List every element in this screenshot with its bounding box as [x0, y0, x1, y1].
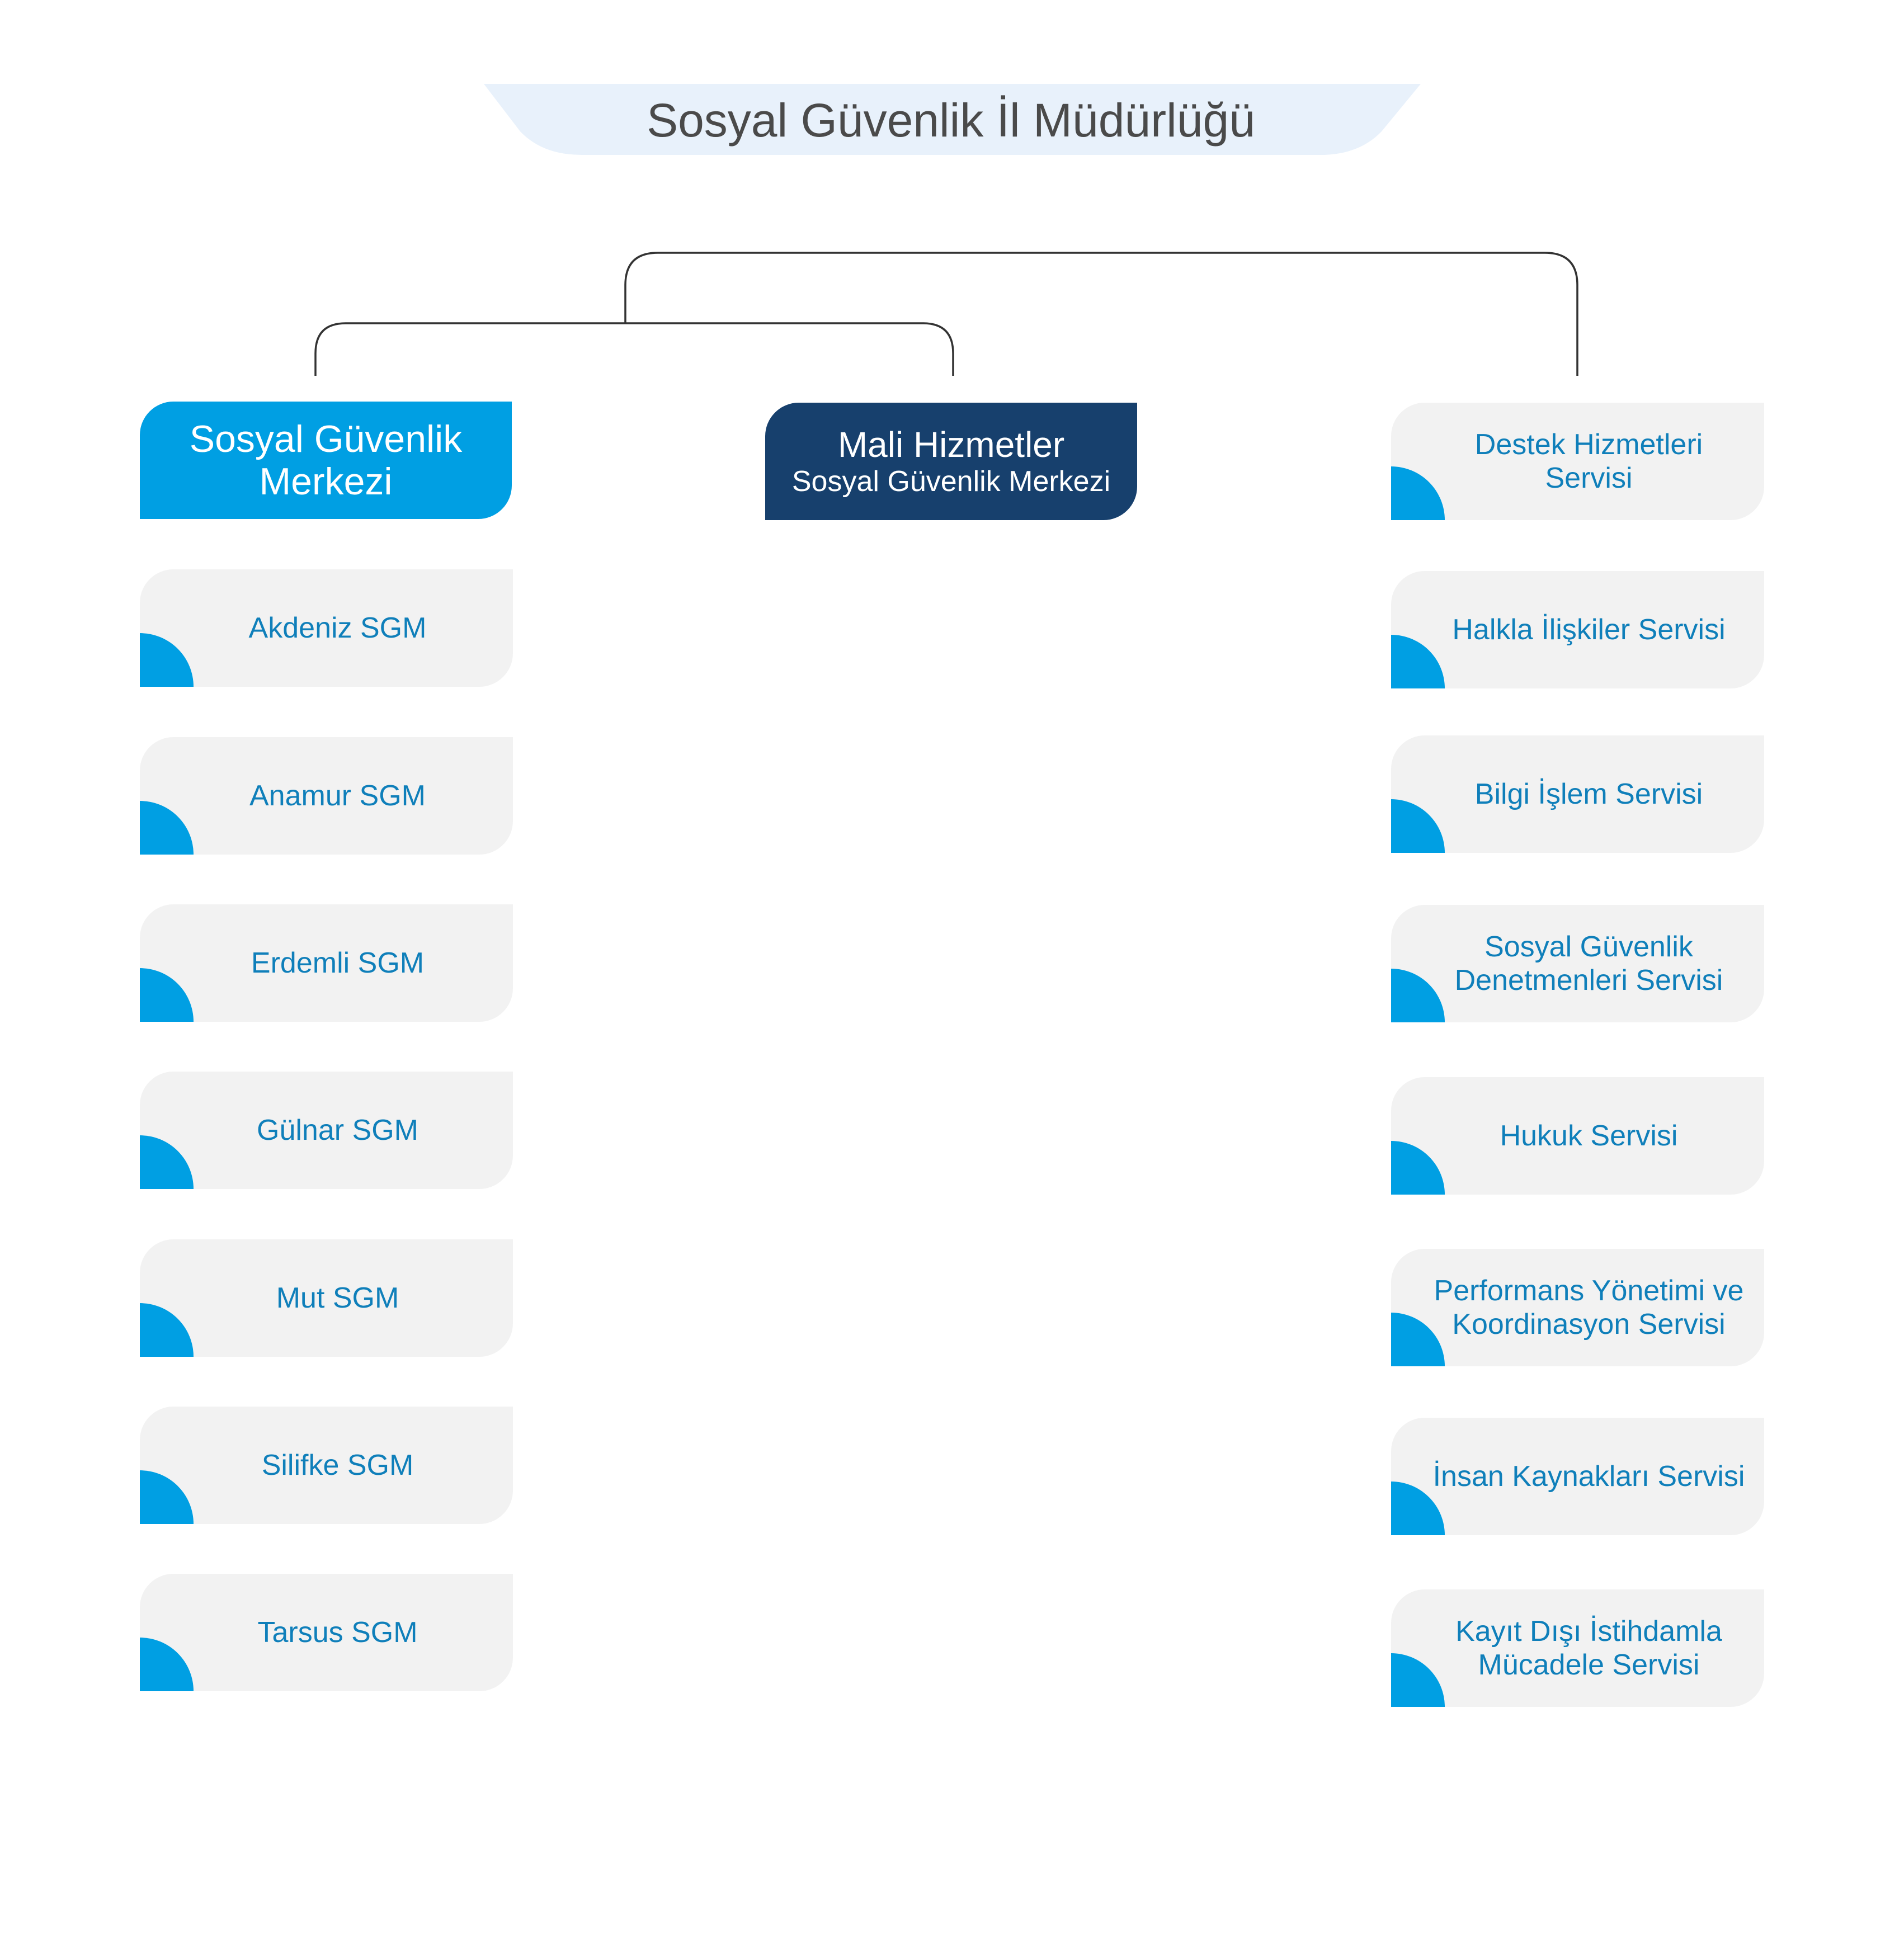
service-item-performans: Performans Yönetimi ve Koordinasyon Serv… — [1391, 1249, 1764, 1366]
card-label: Bilgi İşlem Servisi — [1474, 778, 1703, 810]
card-label: Silifke SGM — [261, 1449, 414, 1482]
card-label: Tarsus SGM — [257, 1616, 418, 1649]
sgm-branch-header-line1: Sosyal Güvenlik — [189, 418, 463, 460]
card-label: Halkla İlişkiler Servisi — [1452, 614, 1726, 646]
card-label: Mut SGM — [276, 1282, 399, 1314]
sgm-branch-header: Sosyal Güvenlik Merkezi — [140, 402, 512, 519]
card-label: Akdeniz SGM — [248, 612, 427, 644]
sgm-item-anamur: Anamur SGM — [140, 737, 513, 855]
sgm-branch-header-line2: Merkezi — [259, 460, 393, 503]
page-title: Sosyal Güvenlik İl Müdürlüğü — [647, 93, 1255, 147]
card-label: Sosyal Güvenlik Denetmenleri Servisi — [1454, 931, 1723, 997]
service-item-insan-kaynaklari: İnsan Kaynakları Servisi — [1391, 1418, 1764, 1535]
sgm-item-akdeniz: Akdeniz SGM — [140, 569, 513, 687]
service-item-hukuk: Hukuk Servisi — [1391, 1077, 1764, 1195]
mali-branch-header-line1: Mali Hizmetler — [837, 424, 1065, 465]
service-item-denetmenler: Sosyal Güvenlik Denetmenleri Servisi — [1391, 905, 1764, 1022]
sgm-item-erdemli: Erdemli SGM — [140, 904, 513, 1022]
card-label: Kayıt Dışı İstihdamla Mücadele Servisi — [1455, 1615, 1722, 1681]
service-item-bilgi-islem: Bilgi İşlem Servisi — [1391, 735, 1764, 853]
connector-left — [314, 322, 954, 376]
card-label: Anamur SGM — [249, 780, 426, 812]
mali-branch-header: Mali Hizmetler Sosyal Güvenlik Merkezi — [765, 403, 1137, 520]
card-label: Gülnar SGM — [257, 1114, 418, 1147]
sgm-item-mut: Mut SGM — [140, 1239, 513, 1357]
card-label: Erdemli SGM — [251, 947, 425, 979]
card-label: Destek Hizmetleri Servisi — [1474, 428, 1703, 494]
sgm-item-gulnar: Gülnar SGM — [140, 1072, 513, 1189]
card-label: İnsan Kaynakları Servisi — [1432, 1460, 1745, 1493]
connector-top — [624, 252, 1578, 376]
card-label: Hukuk Servisi — [1500, 1120, 1678, 1152]
service-item-destek: Destek Hizmetleri Servisi — [1391, 403, 1764, 520]
sgm-item-tarsus: Tarsus SGM — [140, 1574, 513, 1691]
mali-branch-header-line2: Sosyal Güvenlik Merkezi — [791, 465, 1111, 498]
service-item-kayit-disi: Kayıt Dışı İstihdamla Mücadele Servisi — [1391, 1589, 1764, 1707]
card-label: Performans Yönetimi ve Koordinasyon Serv… — [1434, 1275, 1744, 1341]
sgm-item-silifke: Silifke SGM — [140, 1407, 513, 1524]
service-item-halkla-iliskiler: Halkla İlişkiler Servisi — [1391, 571, 1764, 688]
